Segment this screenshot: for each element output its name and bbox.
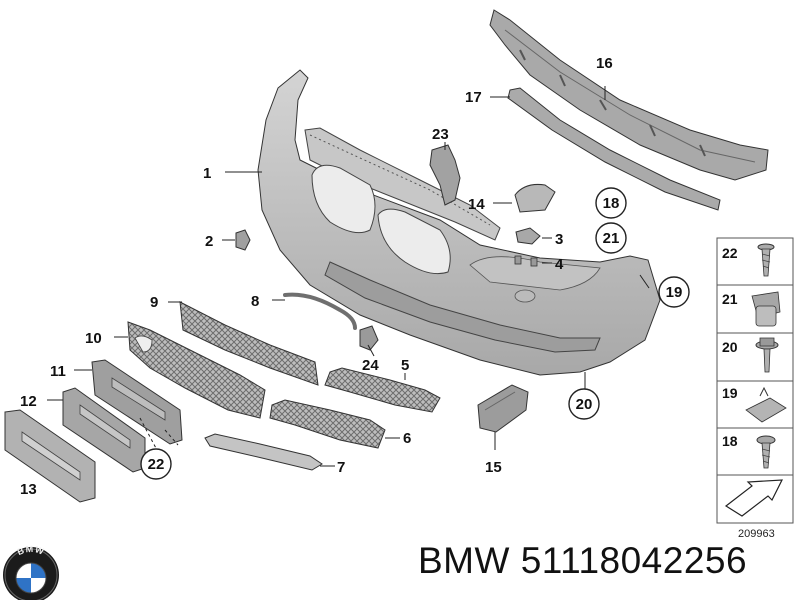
svg-text:21: 21: [603, 230, 620, 247]
callout-10: 10: [85, 330, 102, 347]
fastener-21-nut[interactable]: 21: [722, 291, 781, 327]
part-16-carrier[interactable]: [489, 9, 769, 181]
part-23-bracket[interactable]: [429, 144, 461, 206]
circled-callout-20: 20: [568, 388, 600, 420]
callout-16: 16: [596, 55, 613, 72]
svg-text:18: 18: [603, 195, 620, 212]
part-13-license-plate[interactable]: [4, 409, 96, 503]
part-24-clip[interactable]: [359, 325, 379, 351]
callout-12: 12: [20, 393, 37, 410]
part-1-bumper-cover[interactable]: [257, 69, 661, 376]
fastener-18-screw[interactable]: 18: [722, 433, 776, 469]
callout-2: 2: [205, 233, 213, 250]
part-15-bracket[interactable]: [477, 384, 529, 433]
logo-lettering: BMW: [16, 544, 45, 557]
svg-text:19: 19: [722, 385, 738, 401]
callout-6: 6: [403, 430, 411, 447]
circled-callout-22: 22: [140, 448, 172, 480]
svg-text:22: 22: [722, 245, 738, 261]
leader-22-dashes: [139, 417, 179, 453]
part-3-bracket[interactable]: [515, 227, 541, 245]
part-6-grille[interactable]: [269, 399, 386, 449]
fastener-22-screw[interactable]: 22: [722, 243, 775, 277]
part-2-clip[interactable]: [235, 229, 251, 251]
fastener-panel: 22 21 20 19 18: [716, 237, 794, 540]
diagram-id: 209963: [738, 528, 775, 540]
callout-9: 9: [150, 294, 158, 311]
callout-labels: 1 2 3 4 5 6 7 8 9 10 11 12 13 14 15 16 1…: [20, 55, 613, 498]
callout-17: 17: [465, 89, 482, 106]
svg-text:BMW: BMW: [16, 544, 46, 557]
callout-15: 15: [485, 459, 502, 476]
callout-1: 1: [203, 165, 211, 182]
callout-7: 7: [337, 459, 345, 476]
part-number-caption: BMW 51118042256: [418, 540, 748, 581]
part-5-grille[interactable]: [324, 367, 441, 413]
part-7-trim[interactable]: [204, 433, 323, 471]
callout-5: 5: [401, 357, 409, 374]
bmw-logo: BMW: [3, 544, 59, 600]
callout-13: 13: [20, 481, 37, 498]
callout-11: 11: [50, 363, 66, 380]
callout-24: 24: [362, 357, 379, 374]
circled-callouts: 18 19 20 21 22: [140, 187, 690, 480]
circled-callout-21: 21: [595, 222, 627, 254]
leader-lines: [47, 86, 650, 467]
svg-text:22: 22: [148, 456, 165, 473]
callout-23: 23: [432, 126, 449, 143]
part-4-clips[interactable]: [514, 255, 538, 267]
callout-14: 14: [468, 196, 485, 213]
callout-8: 8: [251, 293, 259, 310]
part-11-plate-base[interactable]: [91, 359, 183, 445]
svg-text:20: 20: [722, 339, 738, 355]
part-14-trim[interactable]: [514, 184, 556, 213]
svg-text:20: 20: [576, 396, 593, 413]
svg-text:21: 21: [722, 291, 738, 307]
part-10-grille[interactable]: [127, 321, 266, 419]
circled-callout-19: 19: [658, 276, 690, 308]
callout-3: 3: [555, 231, 563, 248]
direction-arrow-icon: [724, 479, 784, 517]
callout-4: 4: [555, 256, 564, 273]
fastener-20-bolt[interactable]: 20: [722, 337, 779, 373]
circled-callout-18: 18: [595, 187, 627, 219]
svg-text:19: 19: [666, 284, 683, 301]
part-8-strip[interactable]: [283, 292, 357, 330]
part-17-strip[interactable]: [507, 87, 721, 211]
svg-text:18: 18: [722, 433, 738, 449]
part-9-grille[interactable]: [179, 301, 319, 386]
fastener-19-spring-nut[interactable]: 19: [722, 385, 787, 423]
